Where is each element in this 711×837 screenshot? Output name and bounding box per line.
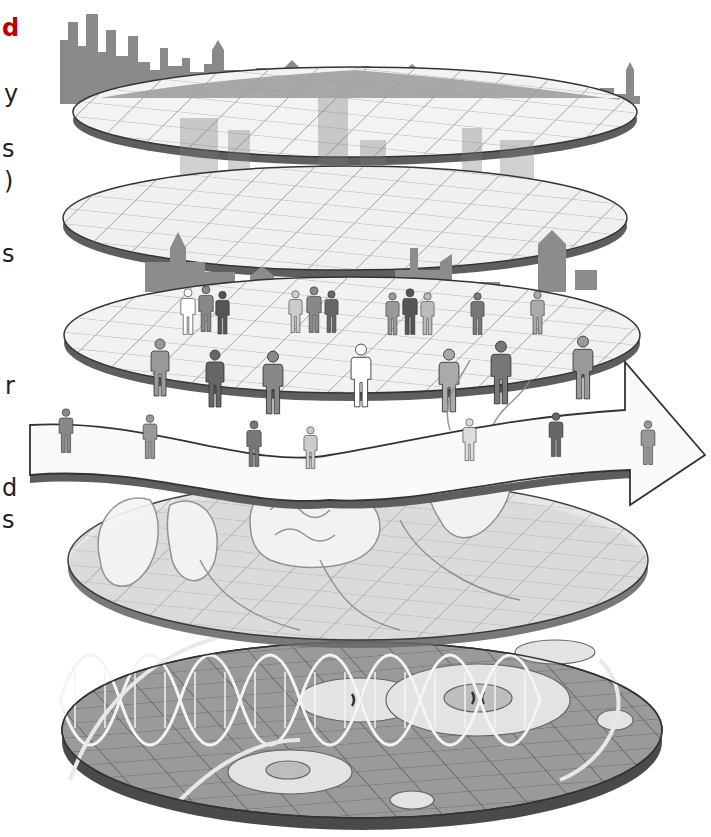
person-figure [247,421,261,467]
margin-text: r [5,372,15,400]
person-figure [181,289,195,335]
cell [515,640,595,664]
person-figure [199,286,213,332]
margin-text: ) [4,167,13,195]
lung [167,501,217,581]
cell [390,791,434,809]
cell-layer [60,629,662,830]
cell [386,664,570,736]
person-figure [143,415,157,459]
person-figure [421,293,434,335]
margin-text: y [4,80,18,108]
margin-text: s [2,135,15,163]
person-figure [471,293,484,335]
building [575,270,597,290]
cell [228,750,352,794]
city-layer [60,14,640,165]
dna-rungs [75,672,525,728]
dna-strand [60,655,540,745]
margin-text: s [2,506,15,534]
margin-text: d [2,14,19,42]
people-layer [64,277,640,414]
people [151,286,593,414]
person-figure [263,351,283,414]
person-figure [325,291,338,333]
person-figure [216,291,230,334]
person-figure [351,344,371,407]
margin-text: s [2,240,15,268]
dna-strand [60,655,540,745]
lung [98,498,158,586]
person-figure [573,336,593,399]
cell-nucleus [266,761,310,779]
disk-shade [62,642,662,818]
tower [538,230,566,292]
person-figure [289,291,302,333]
disk-grid [73,67,637,157]
person-figure [463,419,476,461]
person-figure [307,287,321,333]
swirl-arrow [70,629,619,800]
arrow-band [30,362,705,505]
city-skyline-front [100,70,620,100]
person-figure [386,293,399,335]
margin-text: d [2,474,17,502]
disk-top [73,67,637,157]
person-figure [491,341,511,404]
person-figure [206,350,224,407]
person-figure [531,291,545,334]
person-figure [151,339,169,396]
person-figure [641,421,655,465]
person-figure [549,413,563,457]
church [145,232,205,292]
person-figure [304,427,317,469]
person-figure [403,289,417,335]
arrow-people [59,409,655,469]
time-arrow [30,362,705,513]
person-figure [59,409,73,453]
dna-helix [60,629,619,800]
